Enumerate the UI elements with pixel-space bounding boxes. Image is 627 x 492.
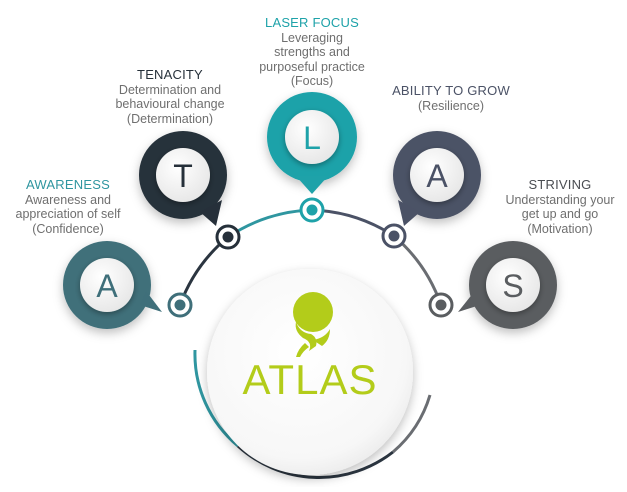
label-laser-focus-line-1: Leveraging [281, 30, 343, 45]
label-tenacity-line-3: (Determination) [126, 111, 214, 126]
label-tenacity: TENACITY Determination and behavioural c… [100, 67, 240, 126]
outer-ring-teal [193, 349, 239, 448]
atlas-logo-text: ATLAS [243, 356, 378, 403]
letter-laser-focus: L [303, 120, 321, 156]
label-striving-line-1: Understanding your [505, 192, 615, 207]
center-circle-disc [207, 269, 413, 475]
label-awareness: AWARENESS Awareness and appreciation of … [2, 177, 134, 236]
label-tenacity-line-2: behavioural change [115, 97, 225, 111]
label-tenacity-line-1: Determination and [118, 82, 222, 97]
arc-segment-tenacity-focus [227, 208, 313, 239]
bubble-ability-to-grow: A [393, 131, 481, 226]
label-laser-focus-line-4: (Focus) [290, 74, 334, 88]
node-laser-focus [299, 197, 325, 223]
bubble-tenacity: T [139, 131, 227, 226]
label-striving-title: STRIVING [528, 177, 592, 192]
label-laser-focus-line-2: strengths and [274, 45, 350, 59]
node-tenacity [215, 224, 241, 250]
label-striving: STRIVING Understanding your get up and g… [494, 177, 626, 236]
bubble-striving: S [458, 241, 557, 329]
label-striving-line-3: (Motivation) [527, 221, 593, 236]
label-awareness-title: AWARENESS [26, 177, 110, 192]
atlas-logo-icon [293, 292, 333, 357]
node-awareness [167, 292, 193, 318]
node-ability-to-grow [381, 223, 407, 249]
letter-awareness: A [96, 268, 118, 304]
bubble-awareness: A [63, 241, 162, 329]
label-ability-to-grow-line-1: (Resilience) [418, 98, 484, 113]
letter-tenacity: T [173, 158, 193, 194]
label-ability-to-grow-title: ABILITY TO GROW [392, 83, 510, 98]
label-ability-to-grow: ABILITY TO GROW (Resilience) [386, 83, 516, 113]
node-striving [428, 292, 454, 318]
letter-striving: S [502, 268, 523, 304]
label-laser-focus: LASER FOCUS Leveraging strengths and pur… [237, 15, 387, 89]
arc-segment-focus-grow [311, 208, 395, 238]
bubble-laser-focus: L [267, 92, 357, 194]
arc-segment-grow-striving [393, 234, 443, 306]
label-striving-line-2: get up and go [521, 207, 599, 221]
label-tenacity-title: TENACITY [137, 67, 203, 82]
label-awareness-line-1: Awareness and [25, 192, 111, 207]
letter-ability-to-grow: A [426, 158, 448, 194]
label-awareness-line-3: (Confidence) [32, 221, 104, 236]
label-laser-focus-line-3: purposeful practice [259, 59, 365, 74]
outer-ring-gray [392, 394, 432, 454]
label-awareness-line-2: appreciation of self [15, 207, 121, 221]
center-circle: ATLAS [207, 269, 413, 475]
arc-nodes [167, 197, 454, 318]
label-laser-focus-title: LASER FOCUS [265, 15, 359, 30]
